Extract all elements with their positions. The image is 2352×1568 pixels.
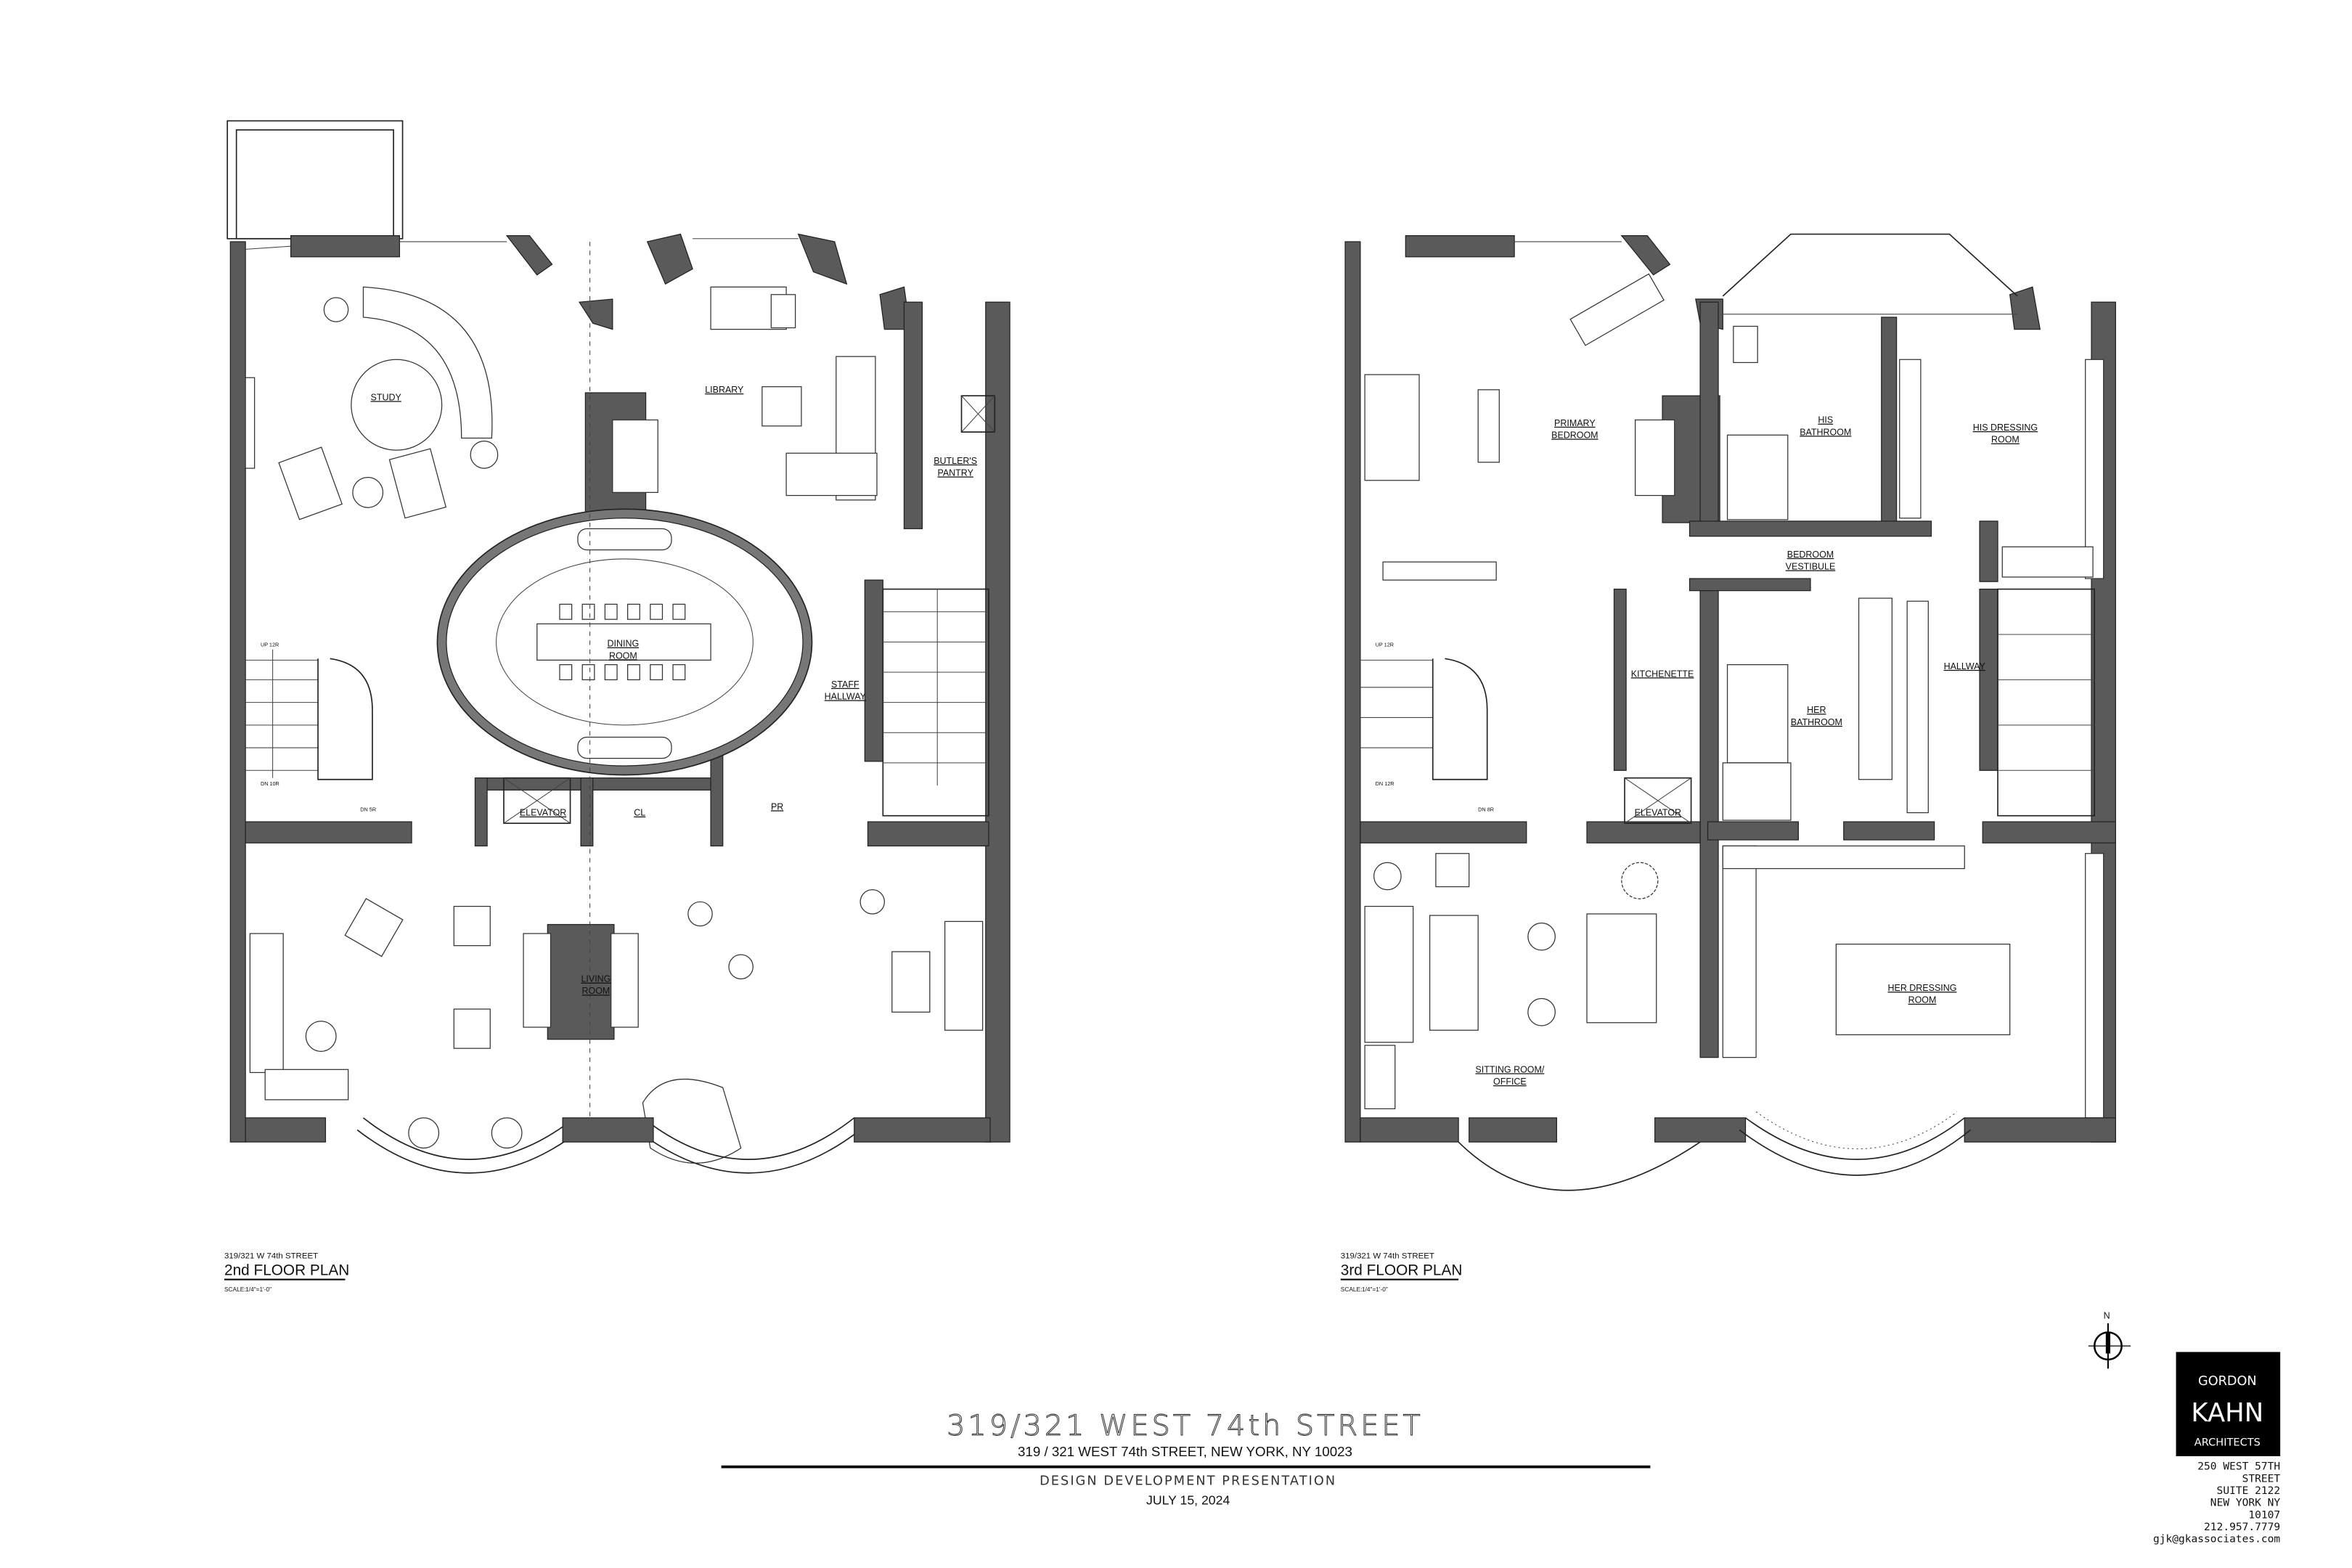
plan-title: 3rd FLOOR PLAN xyxy=(1341,1262,1463,1278)
stair-down-label: DN 8R xyxy=(1478,806,1494,812)
svg-text:N: N xyxy=(2104,1311,2110,1321)
stair-down-label: DN 5R xyxy=(360,806,376,812)
stair-down-label: DN 10R xyxy=(261,780,279,787)
room-label-butlers-pantry: BUTLER'S xyxy=(934,456,977,466)
dining-table xyxy=(536,623,711,661)
stair-left-3rd xyxy=(1360,658,1488,780)
second-floor-plan: STUDY LIBRARY BUTLER'S PANTRY DINING ROO… xyxy=(224,120,1010,1293)
room-label-kitchenette: KITCHENETTE xyxy=(1631,669,1694,679)
balcony xyxy=(226,120,404,240)
room-label-primary-bedroom: BEDROOM xyxy=(1551,430,1598,440)
svg-text:250 WEST 57TH: 250 WEST 57TH xyxy=(2197,1461,2280,1473)
north-arrow-icon: N xyxy=(2088,1311,2131,1369)
firm-email[interactable]: gjk@gkassociates.com xyxy=(2153,1533,2280,1545)
svg-text:GORDON: GORDON xyxy=(2198,1374,2257,1389)
firm-address: 250 WEST 57TH STREET SUITE 2122 NEW YORK… xyxy=(2153,1461,2280,1545)
wall xyxy=(985,301,1010,1143)
wall xyxy=(505,234,553,276)
room-label-staff-hallway: HALLWAY xyxy=(825,691,867,701)
room-label-pr: PR xyxy=(771,801,783,812)
dining-rug xyxy=(496,558,754,726)
room-label-elevator: ELEVATOR xyxy=(520,808,566,818)
plan-scale: 1/4"=1'-0" xyxy=(245,1286,271,1293)
wall xyxy=(646,233,693,285)
plan-scale: 1/4"=1'-0" xyxy=(1362,1286,1388,1293)
room-label-hallway: HALLWAY xyxy=(1944,661,1986,671)
project-address: 319 / 321 WEST 74th STREET, NEW YORK, NY… xyxy=(1018,1444,1352,1459)
stair-left xyxy=(245,649,373,780)
stair-right xyxy=(882,588,989,817)
room-label-butlers-pantry: PANTRY xyxy=(937,467,973,478)
svg-text:STREET: STREET xyxy=(2242,1472,2281,1485)
plan-street: 319/321 W 74th STREET xyxy=(224,1251,318,1260)
room-label-her-bathroom: HER xyxy=(1807,705,1826,715)
room-label-living: ROOM xyxy=(582,986,611,996)
plan-street: 319/321 W 74th STREET xyxy=(1341,1251,1434,1260)
room-label-library: LIBRARY xyxy=(705,385,744,395)
bay-skylight xyxy=(1722,233,2018,297)
room-label-sitting: SITTING ROOM/ xyxy=(1475,1064,1544,1074)
elevator-shaft xyxy=(503,777,571,824)
room-label-vestibule: VESTIBULE xyxy=(1786,562,1836,572)
room-label-his-bathroom: BATHROOM xyxy=(1800,427,1851,437)
room-label-his-dressing: HIS DRESSING xyxy=(1973,422,2038,433)
presentation-phase: DESIGN DEVELOPMENT PRESENTATION xyxy=(1040,1474,1336,1489)
room-label-his-dressing: ROOM xyxy=(1991,435,2020,445)
plan-scale-label: SCALE: xyxy=(224,1286,246,1293)
wall xyxy=(578,298,613,330)
study-furniture xyxy=(245,286,499,520)
wall xyxy=(797,233,848,285)
living-room-furniture xyxy=(249,889,984,1164)
svg-text:212.957.7779: 212.957.7779 xyxy=(2204,1521,2280,1533)
title-block: 319/321 WEST 74th STREET 319 / 321 WEST … xyxy=(721,1408,1651,1508)
third-floor-furniture xyxy=(1364,273,2104,1119)
room-label-his-bathroom: HIS xyxy=(1818,415,1833,425)
window xyxy=(245,245,291,250)
room-label-her-bathroom: BATHROOM xyxy=(1791,717,1842,727)
wall xyxy=(290,235,401,258)
room-label-closet: CL xyxy=(634,808,645,818)
room-label-her-dressing: HER DRESSING xyxy=(1888,983,1957,993)
room-label-dining: ROOM xyxy=(609,650,637,661)
stair-down-label: DN 12R xyxy=(1376,780,1395,787)
wall xyxy=(229,241,246,1143)
room-label-elevator: ELEVATOR xyxy=(1635,808,1681,818)
svg-text:10107: 10107 xyxy=(2248,1508,2280,1521)
svg-text:KAHN: KAHN xyxy=(2191,1398,2263,1428)
stair-up-label: UP 12R xyxy=(1376,642,1394,648)
plan-title: 2nd FLOOR PLAN xyxy=(224,1262,349,1278)
room-label-her-dressing: ROOM xyxy=(1908,995,1937,1005)
presentation-date: JULY 15, 2024 xyxy=(1146,1493,1230,1508)
third-floor-plan: PRIMARY BEDROOM HIS BATHROOM HIS DRESSIN… xyxy=(1340,233,2116,1293)
room-label-primary-bedroom: PRIMARY xyxy=(1554,418,1596,428)
library-furniture xyxy=(710,286,878,501)
svg-text:NEW YORK NY: NEW YORK NY xyxy=(2210,1497,2281,1509)
svg-text:ARCHITECTS: ARCHITECTS xyxy=(2194,1436,2261,1448)
project-title: 319/321 WEST 74th STREET xyxy=(947,1409,1424,1442)
svg-text:SUITE 2122: SUITE 2122 xyxy=(2217,1485,2281,1497)
room-label-staff-hallway: STAFF xyxy=(831,679,859,690)
balcony-inner xyxy=(235,129,394,240)
room-label-dining: DINING xyxy=(608,639,640,649)
room-label-study: STUDY xyxy=(371,392,402,402)
room-label-living: LIVING xyxy=(581,974,611,984)
room-label-sitting: OFFICE xyxy=(1493,1077,1527,1087)
plan-scale-label: SCALE: xyxy=(1341,1286,1363,1293)
firm-logo: GORDON KAHN ARCHITECTS xyxy=(2176,1352,2281,1457)
stair-up-label: UP 12R xyxy=(261,642,279,648)
room-label-vestibule: BEDROOM xyxy=(1787,550,1834,560)
